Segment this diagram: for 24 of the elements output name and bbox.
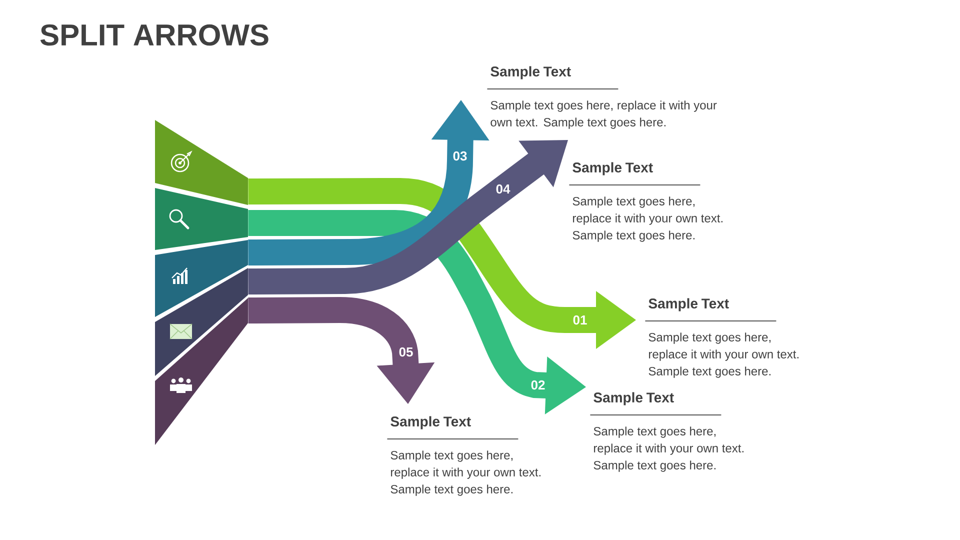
arrow [248, 210, 586, 414]
panel [155, 268, 248, 376]
heading: Sample Text [490, 66, 571, 80]
arrow-number: 02 [531, 380, 545, 390]
description: Sample text goes here, replace it with your own text. Sample text goes here. [572, 196, 722, 242]
heading: Sample Text [390, 416, 471, 430]
title: SPLIT ARROWS [40, 24, 268, 46]
heading: Sample Text [648, 298, 729, 312]
description: Sample text goes here, replace it with your own text. Sample text goes here. [390, 450, 540, 496]
description: Sample text goes here, replace it with your own text. Sample text goes here. [490, 100, 717, 129]
description: Sample text goes here, replace it with your own text. Sample text goes here. [648, 332, 798, 378]
panel [155, 188, 248, 250]
panel [155, 240, 248, 317]
heading: Sample Text [572, 162, 653, 176]
heading: Sample Text [594, 392, 674, 406]
description: Sample text goes here, replace it with your own text. Sample text goes here. [594, 426, 744, 472]
arrow [248, 178, 636, 349]
arrow [248, 100, 490, 266]
panel [155, 298, 248, 445]
arrow-number: 05 [399, 347, 413, 357]
arrow-number: 04 [496, 184, 510, 194]
arrow-number: 01 [573, 315, 587, 325]
arrow-number: 03 [453, 151, 467, 161]
panel [155, 120, 248, 205]
